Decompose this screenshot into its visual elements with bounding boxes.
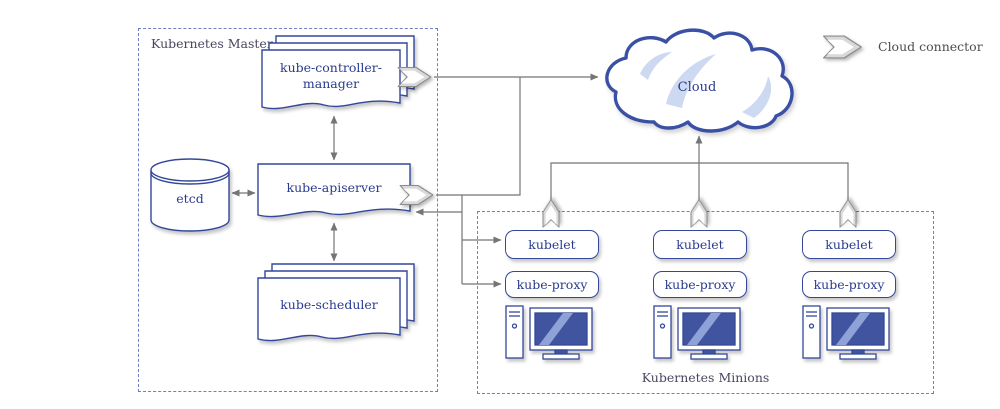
cloud-connector-legend-icon [822, 35, 862, 59]
node-etcd: etcd [150, 158, 230, 234]
cloud-icon [605, 28, 794, 133]
database-cylinder-icon [150, 158, 230, 232]
node-kube-apiserver: kube-apiserver [257, 163, 412, 226]
edge-apiserver-cloud [436, 77, 521, 196]
documents-stack-icon [261, 35, 415, 110]
kubelet-node-3: kubelet [802, 230, 896, 259]
apiserver-label: kube-apiserver [286, 179, 382, 195]
computer-icon [505, 305, 593, 360]
edge-kubelets-bus [550, 162, 849, 200]
cloud-connector-icon [399, 184, 434, 206]
kube-proxy-node-2: kube-proxy [653, 271, 747, 298]
documents-stack-icon [257, 263, 415, 342]
node-kube-controller-manager: kube-controller-manager [261, 35, 415, 116]
kube-proxy-node-1: kube-proxy [505, 271, 599, 298]
cloud-connector-icon [690, 199, 708, 228]
kubelet-node-2: kubelet [653, 230, 747, 259]
scheduler-label: kube-scheduler [280, 296, 378, 312]
cloud-connector-icon [839, 199, 857, 228]
kube-proxy-node-3: kube-proxy [802, 271, 896, 298]
document-icon [257, 163, 411, 218]
computer-icon [802, 305, 890, 360]
cloud-label: Cloud [677, 80, 717, 95]
controller-label: kube-controller-manager [280, 59, 382, 91]
cloud-connector-icon [397, 66, 432, 88]
master-group-label: Kubernetes Master [151, 36, 273, 51]
kubelet-node-1: kubelet [505, 230, 599, 259]
computer-icon [653, 305, 741, 360]
kubernetes-master-group: Kubernetes Master [138, 28, 438, 392]
node-kube-scheduler: kube-scheduler [257, 263, 416, 350]
cloud-connector-icon [542, 199, 560, 228]
legend-label: Cloud connector [878, 39, 983, 54]
etcd-label: etcd [176, 190, 204, 206]
minions-group-label: Kubernetes Minions [641, 370, 770, 385]
